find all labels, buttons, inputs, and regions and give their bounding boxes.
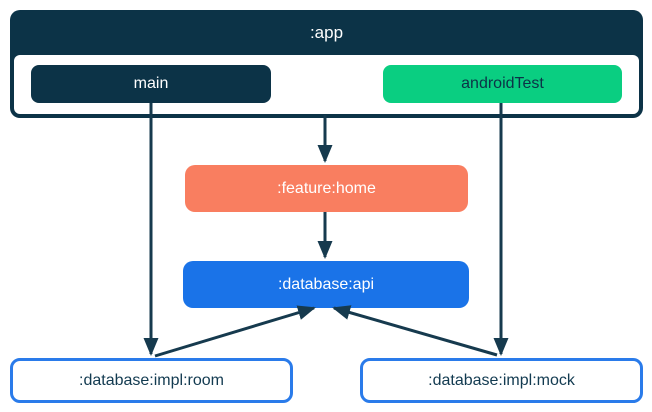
edge-database_impl_room-to-database_api [154, 305, 316, 358]
node-database-api: :database:api [183, 261, 469, 308]
node-feature-home: :feature:home [185, 165, 468, 212]
edge-database_impl_mock-to-database_api [332, 305, 498, 357]
app-sourcesets-panel: main androidTest [14, 55, 639, 114]
node-database-impl-room: :database:impl:room [10, 358, 293, 403]
node-main-sourceset: main [31, 65, 271, 103]
node-database-impl-mock: :database:impl:mock [360, 358, 643, 403]
node-androidtest-sourceset: androidTest [383, 65, 622, 103]
node-app-label: :app [309, 23, 344, 42]
node-app-container: :app main androidTest [10, 10, 643, 118]
